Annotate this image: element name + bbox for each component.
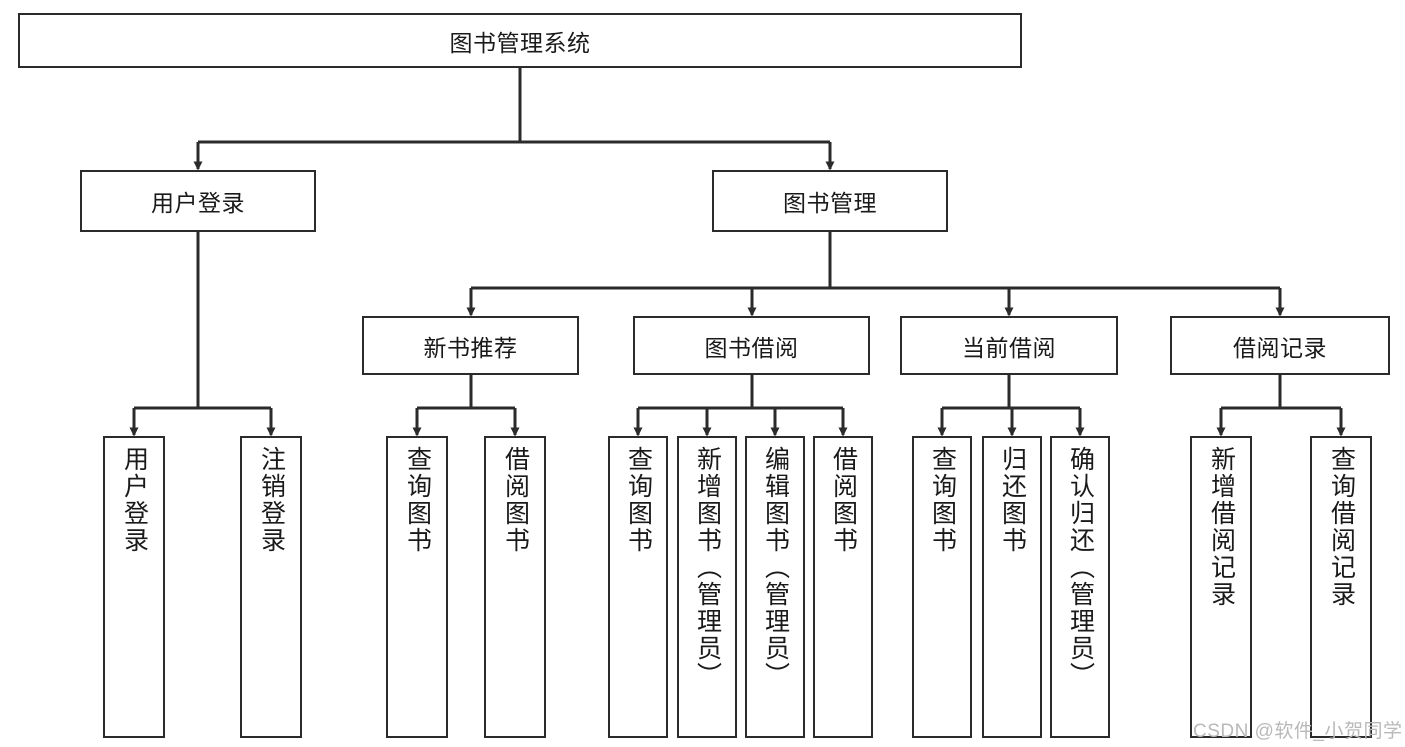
node-root[interactable]: 图书管理系统 [18,13,1022,68]
node-label: 注销登录 [257,446,286,554]
node-leaf-query-book-2[interactable]: 查询图书 [608,436,668,738]
node-label: 用户登录 [120,446,149,554]
node-label: 归还图书 [998,446,1027,554]
node-borrow-record[interactable]: 借阅记录 [1170,316,1390,375]
node-book-borrow[interactable]: 图书借阅 [633,316,870,375]
node-leaf-confirm-return[interactable]: 确认归还（管理员） [1050,436,1110,738]
node-leaf-query-book-1[interactable]: 查询图书 [386,436,448,738]
node-label: 当前借阅 [962,334,1056,361]
node-leaf-logout[interactable]: 注销登录 [240,436,302,738]
node-label: 图书管理系统 [449,29,591,56]
node-leaf-edit-book[interactable]: 编辑图书（管理员） [745,436,805,738]
node-label: 新书推荐 [423,334,518,361]
node-label: 图书借阅 [704,334,799,361]
node-new-book-rec[interactable]: 新书推荐 [362,316,579,375]
node-user-login[interactable]: 用户登录 [80,170,316,232]
node-leaf-user-login[interactable]: 用户登录 [103,436,165,738]
node-leaf-query-record[interactable]: 查询借阅记录 [1310,436,1372,738]
node-label: 新增借阅记录 [1207,446,1236,608]
node-leaf-add-book[interactable]: 新增图书（管理员） [677,436,737,738]
node-label: 查询图书 [928,446,957,554]
node-label: 查询图书 [403,446,432,554]
node-label: 用户登录 [151,190,245,216]
node-label: 图书管理 [783,190,877,216]
node-label: 确认归还（管理员） [1066,446,1095,689]
node-leaf-borrow-book-2[interactable]: 借阅图书 [813,436,873,738]
node-label: 借阅图书 [501,446,530,554]
node-book-manage[interactable]: 图书管理 [712,170,948,232]
node-leaf-return-book[interactable]: 归还图书 [982,436,1042,738]
node-current-borrow[interactable]: 当前借阅 [900,316,1118,375]
node-leaf-borrow-book-1[interactable]: 借阅图书 [484,436,546,738]
node-label: 查询借阅记录 [1327,446,1356,608]
node-leaf-add-record[interactable]: 新增借阅记录 [1190,436,1252,738]
node-label: 编辑图书（管理员） [761,446,790,689]
node-label: 新增图书（管理员） [693,446,722,689]
node-leaf-query-book-3[interactable]: 查询图书 [912,436,972,738]
node-label: 借阅图书 [829,446,858,554]
node-label: 查询图书 [624,446,653,554]
csdn-watermark: CSDN @软件_小贺同学 [1193,721,1403,742]
node-label: 借阅记录 [1233,334,1327,361]
